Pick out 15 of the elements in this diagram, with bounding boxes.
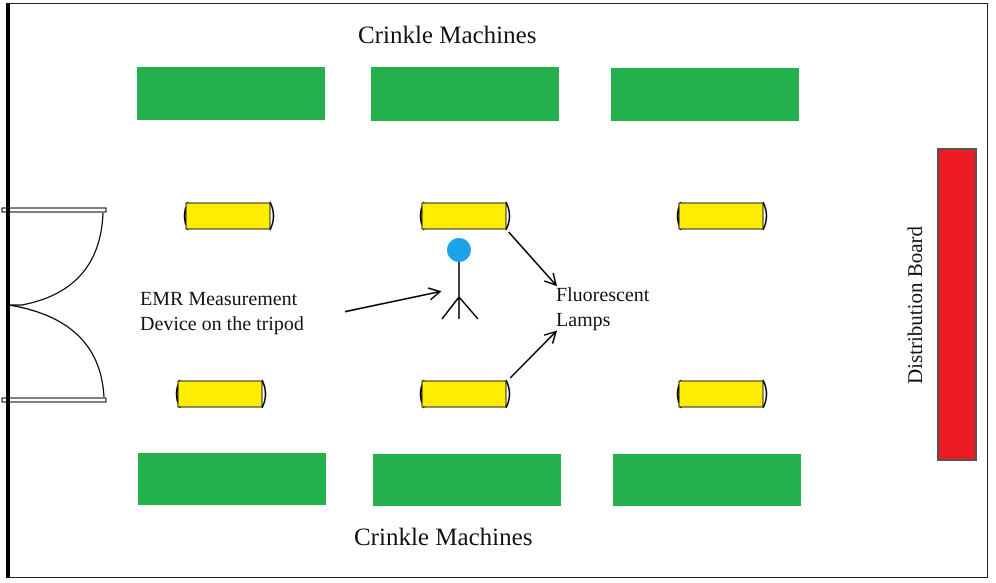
- node-label: Distribution Board: [902, 224, 928, 386]
- arrow: [510, 330, 557, 379]
- crinkle-machine: [613, 454, 801, 506]
- callout-text: EMR Measurement Device on the tripod: [140, 287, 305, 337]
- crinkle-machine: [611, 68, 799, 121]
- crinkle-machine: [137, 67, 325, 120]
- crinkle-machine: [373, 454, 561, 506]
- area-heading: Crinkle Machines: [354, 524, 532, 552]
- arrow: [344, 287, 441, 312]
- tripod-drawing: [440, 237, 480, 321]
- callout-text: Fluorescent Lamps: [556, 283, 650, 333]
- arrow: [508, 231, 557, 286]
- area-heading: Crinkle Machines: [358, 22, 536, 50]
- crinkle-machine: [138, 453, 326, 505]
- crinkle-machine: [371, 67, 559, 121]
